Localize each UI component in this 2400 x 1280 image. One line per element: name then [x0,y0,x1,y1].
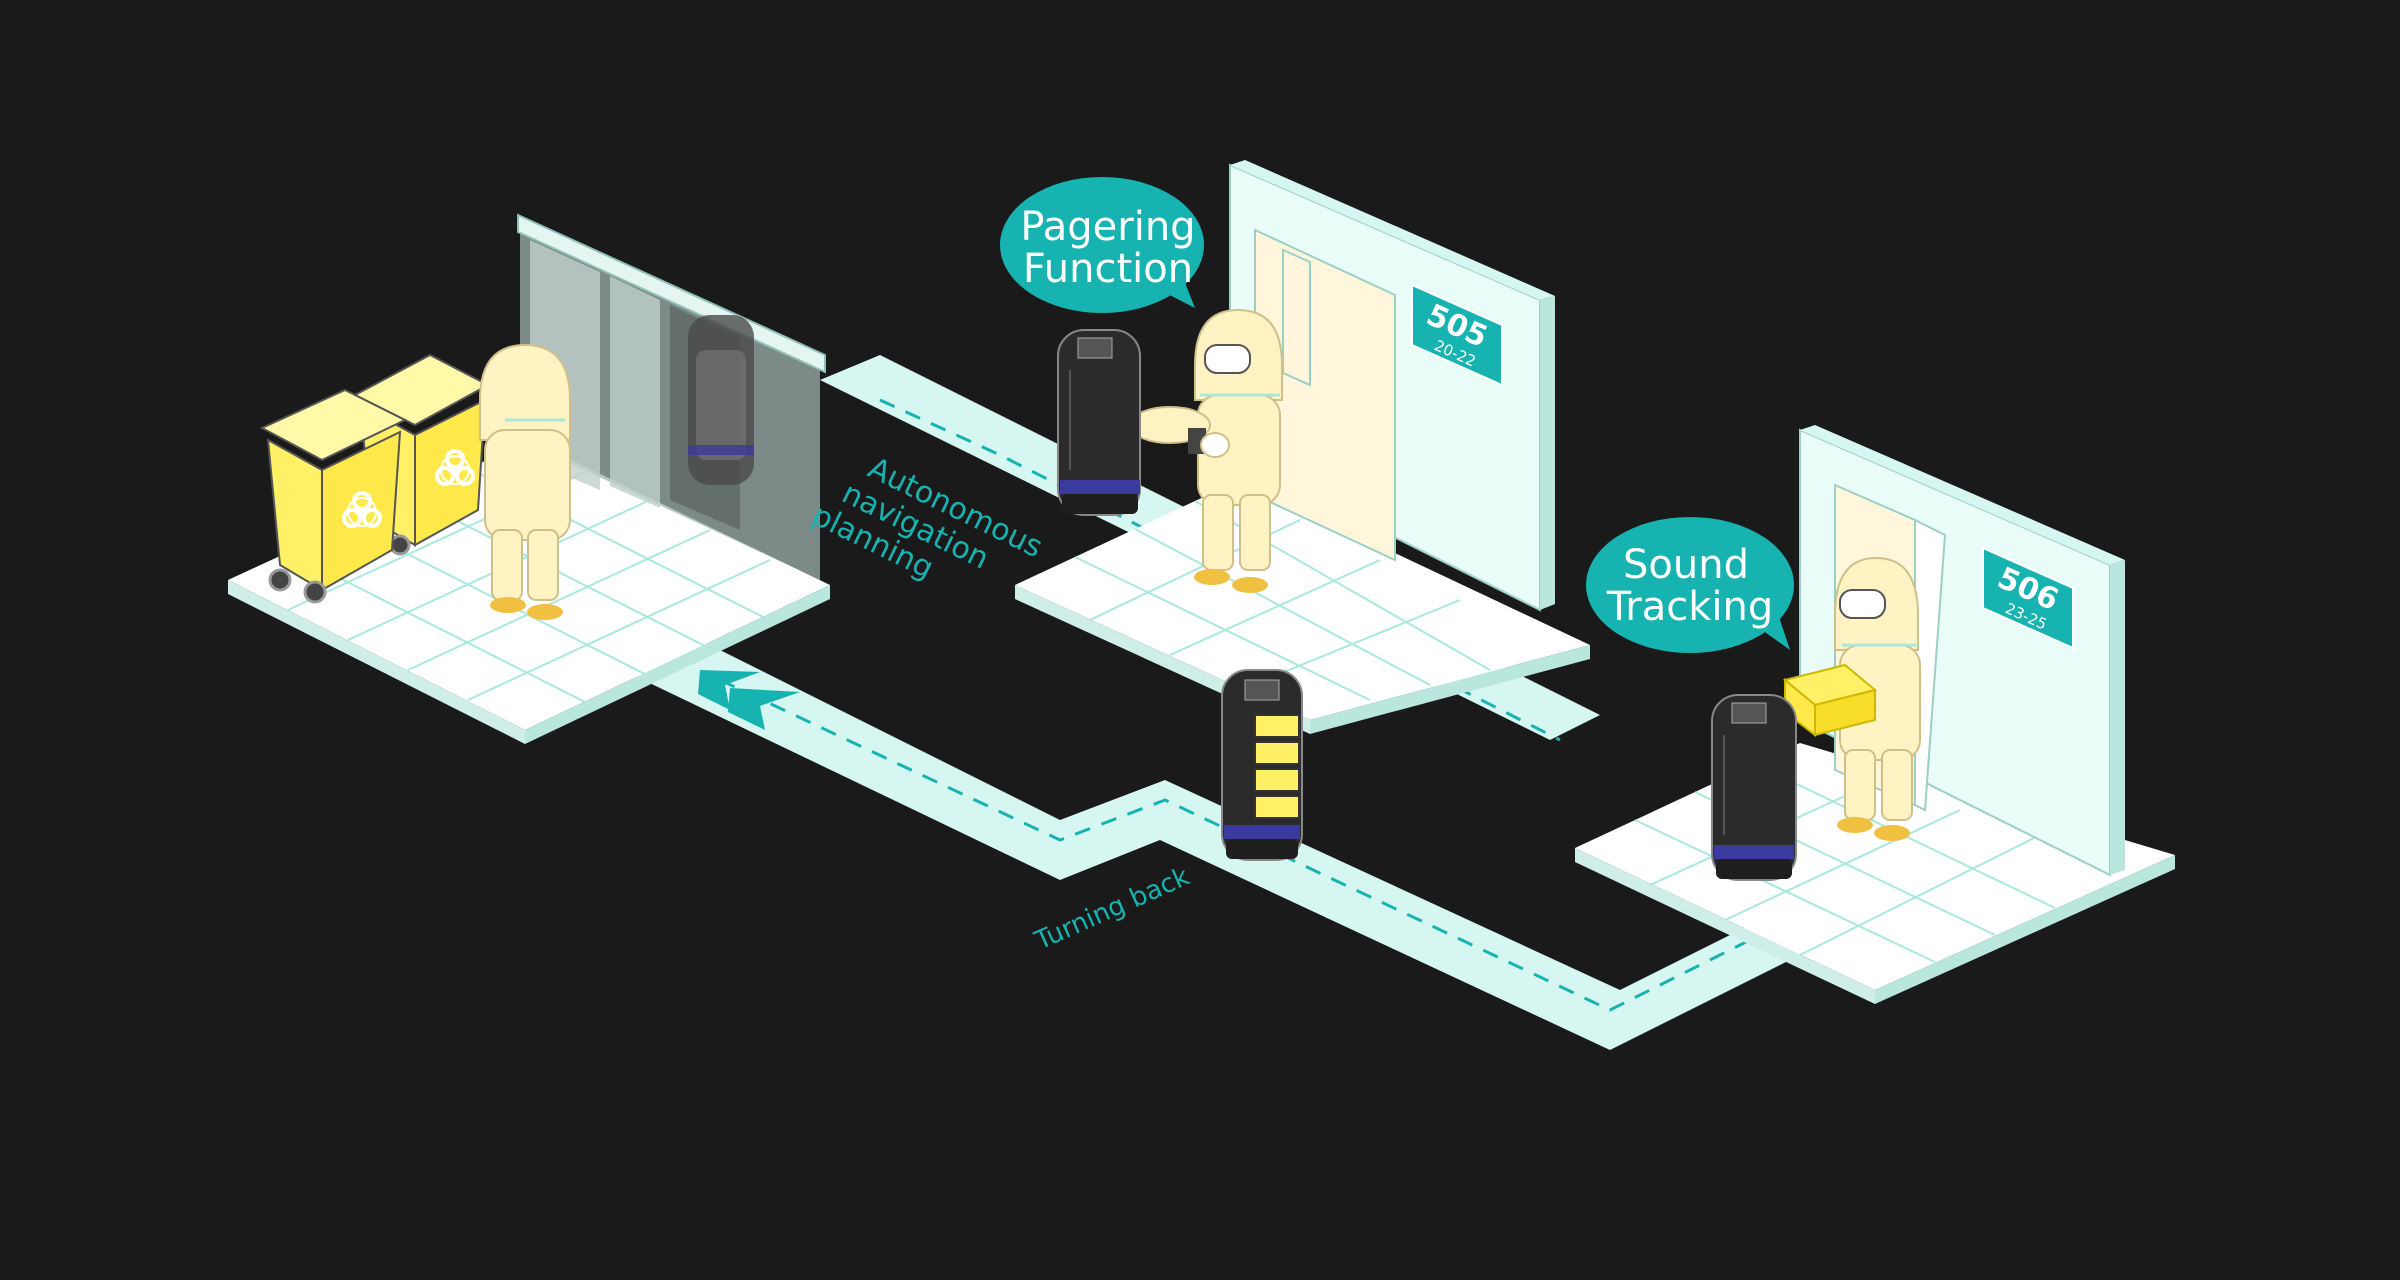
biohazard-bin-front [259,388,408,604]
double-chevron-icon [698,670,800,730]
sound-tracking-bubble: Sound Tracking [1586,517,1794,653]
pagering-function-bubble: Pagering Function [1000,177,1204,313]
delivery-robot-505 [1057,329,1141,516]
room-505-platform [1015,480,1590,734]
bubble-line-2: Tracking [1606,584,1774,630]
robot-in-booth [688,315,754,485]
room-505-wall: 505 20-22 [1229,160,1555,612]
staff-hazmat-505 [1129,308,1283,593]
delivery-robot-506 [1711,694,1797,881]
staff-hazmat-506 [1782,556,1921,841]
staff-hazmat-left [479,343,571,620]
delivery-robot-returning [1221,669,1303,861]
biohazard-bin-back [352,353,491,556]
bubble-line-1: Pagering [1020,204,1195,250]
bubble-line-2: Function [1023,246,1193,292]
bubble-line-1: Sound [1623,542,1749,588]
